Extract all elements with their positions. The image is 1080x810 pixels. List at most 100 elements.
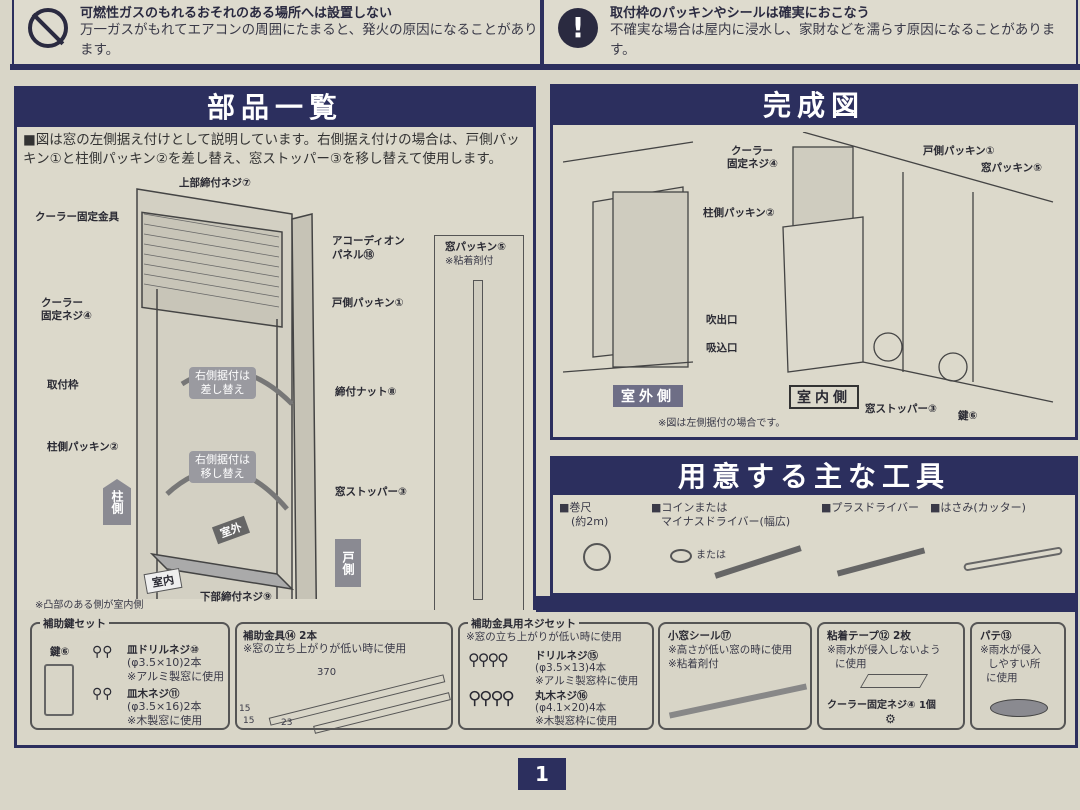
- label-window-packing: 窓パッキン⑤: [981, 162, 1043, 174]
- tool-phillips-driver: ■プラスドライバー: [821, 501, 919, 514]
- spec-line: しやすい所: [988, 658, 1041, 670]
- seal-title: 小窓シール⑰: [668, 630, 731, 642]
- indoor-side-label: 室内側: [789, 385, 859, 409]
- spec-line: (φ3.5×10)2本: [127, 656, 202, 669]
- spec-line: 皿木ネジ⑪: [127, 688, 180, 700]
- label-pillar-packing: 柱側パッキン②: [703, 207, 775, 219]
- label-door-packing: 戸側パッキン①: [332, 297, 404, 309]
- label-bottom-screw: 下部締付ネジ⑨: [200, 591, 272, 603]
- parts-list-title: 部品一覧: [17, 89, 533, 127]
- aux-bracket-title: 補助金具⑭ 2本: [243, 630, 317, 642]
- tape-measure-icon: [583, 543, 611, 571]
- label-stopper: 窓ストッパー③: [865, 403, 937, 415]
- tools-panel: 用意する主な工具 ■巻尺 (約2m) ■コインまたは マイナスドライバー(幅広)…: [550, 456, 1078, 596]
- label-nut: 締付ナット⑧: [335, 386, 397, 398]
- warning-body: 不確実な場合は屋内に浸水し、家財などを濡らす原因になることがあります。: [610, 22, 1056, 58]
- spec-line: ※木製窓枠に使用: [535, 715, 618, 727]
- window-packing-note: ※粘着剤付: [445, 256, 494, 267]
- label-inlet: 吸込口: [706, 342, 738, 354]
- label-cooler-screw-2: 固定ネジ④: [727, 158, 778, 170]
- move-tag: 右側据付は移し替え: [189, 451, 256, 483]
- or-text: または: [696, 550, 726, 561]
- lock-label: 鍵⑥: [50, 646, 70, 658]
- window-packing-title: 窓パッキン⑤: [445, 241, 507, 253]
- spec-line: ※雨水が侵入しないよう: [827, 644, 941, 656]
- drill-screw-icons: ⚲⚲⚲⚲: [468, 650, 509, 669]
- warning-title: 取付枠のパッキンやシールは確実におこなう: [610, 6, 870, 21]
- spec-line: に使用: [835, 658, 867, 670]
- adhesive-tape: 粘着テープ⑫ 2枚 ※雨水が侵入しないよう に使用 クーラー固定ネジ④ 1個 ⚙: [817, 622, 965, 730]
- page-number: 1: [518, 758, 566, 790]
- warning-body: 万一ガスがもれてエアコンの周囲にたまると、発火の原因になることがあります。: [80, 22, 538, 58]
- spec-line: (φ4.1×20)4本: [535, 702, 607, 714]
- spec-line: ※アルミ製窓に使用: [127, 670, 225, 683]
- spec-line: ※高さが低い窓の時に使用: [668, 644, 793, 656]
- small-window-seal: 小窓シール⑰ ※高さが低い窓の時に使用 ※粘着剤付: [658, 622, 812, 730]
- swap-tag: 右側据付は差し替え: [189, 367, 256, 399]
- completed-note: ※図は左側据付の場合です。: [658, 418, 786, 429]
- spec-line: (φ3.5×16)2本: [127, 700, 202, 713]
- label-cooler-screw: クーラー: [41, 297, 83, 309]
- spec-line: 丸木ネジ⑯: [535, 690, 588, 702]
- screw-icon: ⚲⚲: [92, 686, 113, 702]
- tool-coin: ■コインまたは: [651, 501, 728, 514]
- parts-note: ■図は窓の左側据え付けとして説明しています。右側据え付けの場合は、戸側パッキン①…: [23, 132, 520, 167]
- wood-screw-icons: ⚲⚲⚲⚲: [468, 688, 515, 709]
- label-outlet: 吹出口: [706, 314, 738, 326]
- aux-bracket-note: ※窓の立ち上がりが低い時に使用: [243, 642, 407, 655]
- move-text: 右側据付は: [195, 453, 250, 466]
- window-packing-box: 窓パッキン⑤ ※粘着剤付: [434, 235, 524, 611]
- spec-line: 皿ドリルネジ⑩: [127, 644, 199, 656]
- label-lock: 鍵⑥: [958, 410, 978, 422]
- label-door-packing: 戸側パッキン①: [923, 145, 995, 157]
- divider: [536, 596, 1078, 612]
- spec-line: ※粘着剤付: [668, 658, 719, 670]
- dimension-length: 370: [317, 667, 337, 678]
- label-accordion: アコーディオン: [332, 235, 405, 247]
- spec-line: ※アルミ製窓枠に使用: [535, 675, 639, 687]
- putty: パテ⑬ ※雨水が侵入 しやすい所 に使用: [970, 622, 1066, 730]
- label-cooler-screw-2: 固定ネジ④: [41, 310, 92, 322]
- label-stopper: 窓ストッパー③: [335, 486, 407, 498]
- exclamation-icon: !: [558, 8, 598, 48]
- spec-line: ドリルネジ⑮: [535, 650, 598, 662]
- label-cooler-screw: クーラー: [731, 145, 773, 157]
- tool-flat-driver: マイナスドライバー(幅広): [661, 515, 791, 528]
- completed-title: 完成図: [553, 87, 1075, 125]
- aux-screw-set: 補助金具用ネジセット ※窓の立ち上がりが低い時に使用 ⚲⚲⚲⚲ ⚲⚲⚲⚲ ドリル…: [458, 616, 654, 730]
- aux-lock-title: 補助鍵セット: [40, 616, 109, 631]
- screw-icon: ⚲⚲: [92, 644, 113, 660]
- installed-illustration: [563, 132, 1054, 403]
- flat-screwdriver-icon: [714, 545, 802, 579]
- scissors-icon: [963, 546, 1063, 572]
- tool-scissors: ■はさみ(カッター): [930, 501, 1026, 514]
- divider: [10, 64, 1080, 70]
- spec-line: ※窓の立ち上がりが低い時に使用: [466, 631, 622, 643]
- tools-title: 用意する主な工具: [553, 459, 1075, 495]
- pillar-side-arrow: 柱側: [103, 479, 131, 525]
- label-pillar-packing: 柱側パッキン②: [47, 441, 119, 453]
- spec-line: クーラー固定ネジ④ 1個: [827, 700, 936, 711]
- completed-panel: 完成図 クーラー 固定ネジ④ 戸側パッキン① 窓パッキン⑤ 柱側パッキン② 吹出…: [550, 84, 1078, 440]
- screw-icon: ⚙: [885, 712, 896, 726]
- tool-tape-measure-sub: (約2m): [571, 515, 609, 528]
- label-top-screw: 上部締付ネジ⑦: [179, 177, 251, 189]
- spec-line: (φ3.5×13)4本: [535, 662, 607, 674]
- aux-screw-title: 補助金具用ネジセット: [468, 616, 579, 631]
- swap-text: 差し替え: [200, 383, 245, 396]
- coin-icon: [670, 549, 692, 563]
- aux-lock-set: 補助鍵セット 鍵⑥ ⚲⚲ ⚲⚲ 皿ドリルネジ⑩ (φ3.5×10)2本 ※アルミ…: [30, 616, 230, 730]
- putty-icon: [990, 699, 1048, 717]
- tape-title: 粘着テープ⑫ 2枚: [827, 630, 911, 642]
- tool-tape-measure: ■巻尺: [559, 501, 592, 514]
- bracket-icon: [313, 692, 451, 734]
- seal-strip-icon: [668, 683, 808, 719]
- label-frame: 取付枠: [47, 379, 79, 391]
- tape-icon: [859, 674, 929, 688]
- spec-line: に使用: [986, 672, 1018, 684]
- warning-gas: 可燃性ガスのもれるおそれのある場所へは設置しない 万一ガスがもれてエアコンの周囲…: [12, 0, 542, 66]
- warning-packing: ! 取付枠のパッキンやシールは確実におこなう 不確実な場合は屋内に浸水し、家財な…: [542, 0, 1078, 66]
- putty-title: パテ⑬: [980, 630, 1012, 642]
- outdoor-side-label: 室外側: [613, 385, 683, 407]
- spec-line: ※雨水が侵入: [980, 644, 1042, 656]
